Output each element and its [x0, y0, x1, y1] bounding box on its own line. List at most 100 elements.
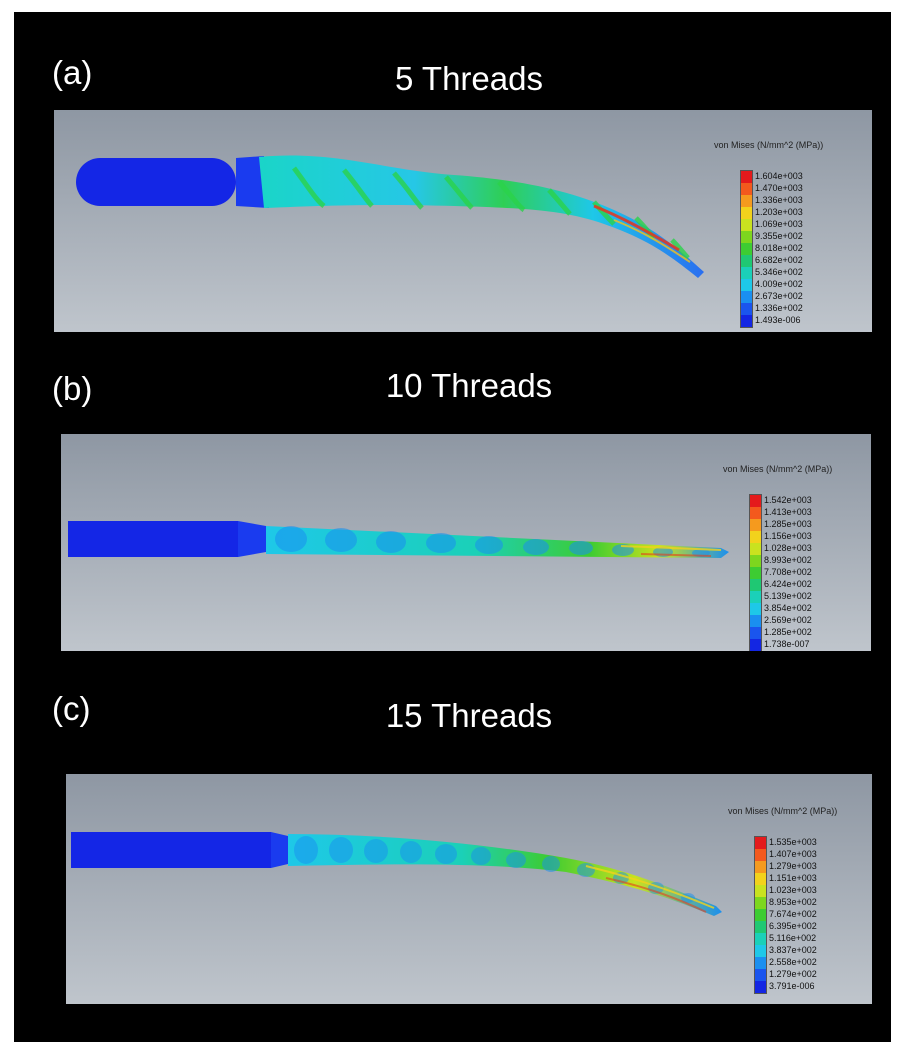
legend-value: 5.139e+002 [764, 591, 812, 601]
viewport-background [54, 110, 872, 332]
legend-swatch [741, 195, 752, 207]
legend-swatch [741, 243, 752, 255]
legend-value: 2.558e+002 [769, 957, 817, 967]
panel-c-stress-model [71, 832, 722, 916]
legend-value: 8.993e+002 [764, 555, 812, 565]
legend-value: 6.682e+002 [755, 255, 803, 265]
legend-title: von Mises (N/mm^2 (MPa)) [723, 464, 833, 474]
legend-value: 5.116e+002 [769, 933, 817, 943]
legend-title: von Mises (N/mm^2 (MPa)) [728, 806, 838, 816]
legend-value: 1.285e+002 [764, 627, 812, 637]
legend-swatch [741, 171, 752, 183]
shaft [76, 158, 236, 206]
threaded-body [288, 834, 722, 916]
legend-value: 1.407e+003 [769, 849, 817, 859]
legend-swatch [741, 219, 752, 231]
legend-value: 7.708e+002 [764, 567, 812, 577]
panel-a-viewport: von Mises (N/mm^2 (MPa)) 1.604e+003 1.470e… [54, 110, 872, 332]
legend-value: 1.151e+003 [769, 873, 817, 883]
legend-value: 1.069e+003 [755, 219, 803, 229]
figure-frame: (a) 5 Threads von Mises (N/mm^2 (MPa)) 1.… [14, 12, 891, 1042]
panel-b-viewport: von Mises (N/mm^2 (MPa)) 1.542e+003 1.413e… [61, 434, 871, 651]
legend-swatch [741, 255, 752, 267]
panel-c-letter: (c) [52, 690, 91, 727]
legend-swatch [741, 207, 752, 219]
legend-swatch [750, 519, 761, 531]
legend-swatch [750, 579, 761, 591]
legend-swatch [741, 303, 752, 315]
legend-value: 7.674e+002 [769, 909, 817, 919]
legend-swatch [750, 507, 761, 519]
legend-swatch [755, 933, 766, 945]
legend-value: 5.346e+002 [755, 267, 803, 277]
legend-value: 9.355e+002 [755, 231, 803, 241]
panel-c-viewport: von Mises (N/mm^2 (MPa)) 1.535e+003 1.407e… [66, 774, 872, 1004]
legend-swatch [750, 615, 761, 627]
legend-swatch [750, 555, 761, 567]
legend-swatch [755, 873, 766, 885]
legend-swatch [755, 945, 766, 957]
panel-a-letter: (a) [52, 54, 93, 91]
legend-value: 3.837e+002 [769, 945, 817, 955]
legend-swatch [755, 969, 766, 981]
legend-value: 1.604e+003 [755, 171, 803, 181]
legend-swatch [741, 267, 752, 279]
legend-swatch [741, 291, 752, 303]
legend-value: 3.791e-006 [769, 981, 815, 991]
legend-value: 1.738e-007 [764, 639, 810, 649]
legend-swatch [755, 897, 766, 909]
panel-a-title: 5 Threads [395, 60, 543, 97]
legend-swatch [750, 495, 761, 507]
legend-swatch [750, 567, 761, 579]
legend-color-bar [740, 170, 753, 328]
legend-swatch [741, 183, 752, 195]
legend-swatch [755, 885, 766, 897]
legend-swatch [750, 543, 761, 555]
legend-swatch [750, 627, 761, 639]
legend-title: von Mises (N/mm^2 (MPa)) [714, 140, 824, 150]
legend-swatch [750, 591, 761, 603]
legend-swatch [755, 909, 766, 921]
legend-swatch [755, 921, 766, 933]
legend-value: 1.542e+003 [764, 495, 812, 505]
legend-value: 8.018e+002 [755, 243, 803, 253]
legend-swatch [755, 981, 766, 993]
legend-value: 6.424e+002 [764, 579, 812, 589]
legend-value: 1.336e+002 [755, 303, 803, 313]
legend-value: 1.279e+003 [769, 861, 817, 871]
legend-value: 2.569e+002 [764, 615, 812, 625]
legend-swatch [755, 861, 766, 873]
legend-swatch [741, 315, 752, 327]
legend-value: 1.279e+002 [769, 969, 817, 979]
threaded-body [259, 155, 704, 278]
legend-value: 1.535e+003 [769, 837, 817, 847]
viewport-background [66, 774, 872, 1004]
panel-c-title: 15 Threads [385, 697, 553, 734]
legend-value: 1.493e-006 [755, 315, 801, 325]
legend-color-bar [754, 836, 767, 994]
legend-value: 1.203e+003 [755, 207, 803, 217]
panel-b-stress-model [68, 521, 729, 558]
legend-swatch [750, 531, 761, 543]
legend-value: 1.285e+003 [764, 519, 812, 529]
legend-value: 1.028e+003 [764, 543, 812, 553]
legend-value: 6.395e+002 [769, 921, 817, 931]
legend-value: 1.336e+003 [755, 195, 803, 205]
legend-swatch [750, 639, 761, 651]
legend-swatch [741, 279, 752, 291]
panel-b-title: 10 Threads [385, 367, 553, 404]
legend-value: 1.023e+003 [769, 885, 817, 895]
legend-swatch [755, 837, 766, 849]
legend-value: 1.156e+003 [764, 531, 812, 541]
legend-value: 2.673e+002 [755, 291, 803, 301]
shaft [68, 521, 238, 557]
legend-value: 1.413e+003 [764, 507, 812, 517]
legend-swatch [741, 231, 752, 243]
legend-value: 8.953e+002 [769, 897, 817, 907]
shaft-transition [238, 521, 266, 557]
legend-swatch [755, 957, 766, 969]
legend-swatch [755, 849, 766, 861]
legend-value: 1.470e+003 [755, 183, 803, 193]
panel-b-letter: (b) [52, 370, 93, 407]
legend-value: 3.854e+002 [764, 603, 812, 613]
